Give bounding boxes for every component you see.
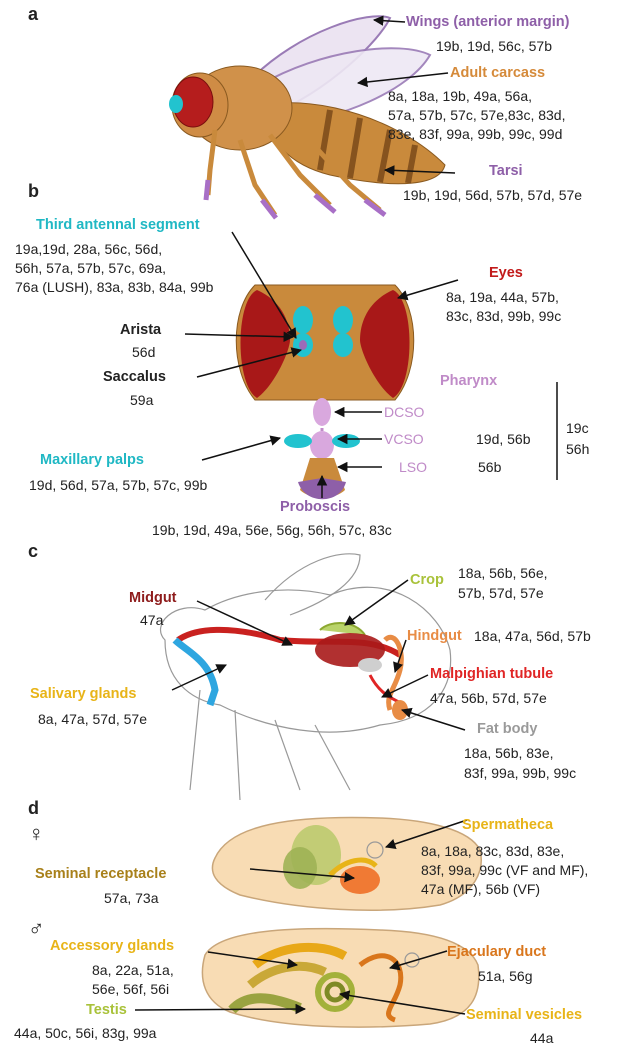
lso-ors: 56b: [478, 459, 501, 476]
crop-label: Crop: [410, 572, 444, 589]
seminal-vesicles-label: Seminal vesicles: [466, 1007, 582, 1024]
vcso-label: VCSO: [384, 431, 424, 448]
testis-ors: 44a, 50c, 56i, 83g, 99a: [14, 1025, 156, 1042]
crop-ors-1: 18a, 56b, 56e,: [458, 565, 548, 582]
arista-ors: 56d: [132, 344, 155, 361]
tarsi-label: Tarsi: [489, 163, 523, 180]
third-antennal-ors-2: 56h, 57a, 57b, 57c, 69a,: [15, 260, 166, 277]
male-reproductive-illustration: [202, 929, 478, 1027]
dcso-label: DCSO: [384, 404, 424, 421]
accessory-ors-1: 8a, 22a, 51a,: [92, 962, 174, 979]
spermatheca-label: Spermatheca: [462, 817, 553, 834]
ejaculatory-ors: 51a, 56g: [478, 968, 533, 985]
pharynx-label: Pharynx: [440, 373, 497, 390]
crop-ors-2: 57b, 57d, 57e: [458, 585, 544, 602]
testis-label: Testis: [86, 1002, 127, 1019]
third-antennal-ors-3: 76a (LUSH), 83a, 83b, 84a, 99b: [15, 279, 213, 296]
eyes-label: Eyes: [489, 265, 523, 282]
maxillary-label: Maxillary palps: [40, 452, 144, 469]
eyes-ors-2: 83c, 83d, 99b, 99c: [446, 308, 561, 325]
wings-ors: 19b, 19d, 56c, 57b: [436, 38, 552, 55]
proboscis-label: Proboscis: [280, 499, 350, 516]
spermatheca-ors-3: 47a (MF), 56b (VF): [421, 881, 540, 898]
malpighian-label: Malpighian tubule: [430, 666, 553, 683]
third-antennal-ors-1: 19a,19d, 28a, 56c, 56d,: [15, 241, 162, 258]
saccalus-ors: 59a: [130, 392, 153, 409]
saccalus-label: Saccalus: [103, 369, 166, 386]
seminal-vesicles-ors: 44a: [530, 1030, 553, 1047]
fat-body-ors-1: 18a, 56b, 83e,: [464, 745, 554, 762]
eyes-ors-1: 8a, 19a, 44a, 57b,: [446, 289, 559, 306]
lso-label: LSO: [399, 459, 427, 476]
accessory-ors-2: 56e, 56f, 56i: [92, 981, 169, 998]
bracket-ors-1: 19c: [566, 420, 589, 437]
hindgut-label: Hindgut: [407, 628, 462, 645]
carcass-ors-3: 83e, 83f, 99a, 99b, 99c, 99d: [388, 126, 562, 143]
panel-label-c: c: [28, 543, 38, 560]
proboscis-ors: 19b, 19d, 49a, 56e, 56g, 56h, 57c, 83c: [152, 522, 392, 539]
salivary-ors: 8a, 47a, 57d, 57e: [38, 711, 147, 728]
panel-label-d: d: [28, 800, 39, 817]
bracket-ors-2: 56h: [566, 441, 589, 458]
third-antennal-label: Third antennal segment: [36, 217, 200, 234]
female-symbol: ♀: [28, 822, 45, 846]
male-symbol: ♂: [28, 917, 45, 941]
seminal-receptacle-ors: 57a, 73a: [104, 890, 159, 907]
maxillary-ors: 19d, 56d, 57a, 57b, 57c, 99b: [29, 477, 207, 494]
tarsi-ors: 19b, 19d, 56d, 57b, 57d, 57e: [403, 187, 582, 204]
fat-body-ors-2: 83f, 99a, 99b, 99c: [464, 765, 576, 782]
head-illustration: [236, 285, 414, 499]
midgut-label: Midgut: [129, 590, 177, 607]
ejaculatory-label: Ejaculary duct: [447, 944, 546, 961]
spermatheca-ors-1: 8a, 18a, 83c, 83d, 83e,: [421, 843, 564, 860]
fat-body-label: Fat body: [477, 721, 537, 738]
seminal-receptacle-label: Seminal receptacle: [35, 866, 166, 883]
carcass-label: Adult carcass: [450, 65, 545, 82]
gut-illustration: [161, 554, 451, 800]
midgut-ors: 47a: [140, 612, 163, 629]
vcso-ors: 19d, 56b: [476, 431, 531, 448]
panel-label-b: b: [28, 183, 39, 200]
accessory-label: Accessory glands: [50, 938, 174, 955]
spermatheca-ors-2: 83f, 99a, 99c (VF and MF),: [421, 862, 588, 879]
panel-label-a: a: [28, 6, 38, 23]
carcass-ors-1: 8a, 18a, 19b, 49a, 56a,: [388, 88, 532, 105]
wings-label: Wings (anterior margin): [406, 14, 569, 31]
salivary-label: Salivary glands: [30, 686, 136, 703]
hindgut-ors: 18a, 47a, 56d, 57b: [474, 628, 591, 645]
arista-label: Arista: [120, 322, 161, 339]
malpighian-ors: 47a, 56b, 57d, 57e: [430, 690, 547, 707]
carcass-ors-2: 57a, 57b, 57c, 57e,83c, 83d,: [388, 107, 565, 124]
